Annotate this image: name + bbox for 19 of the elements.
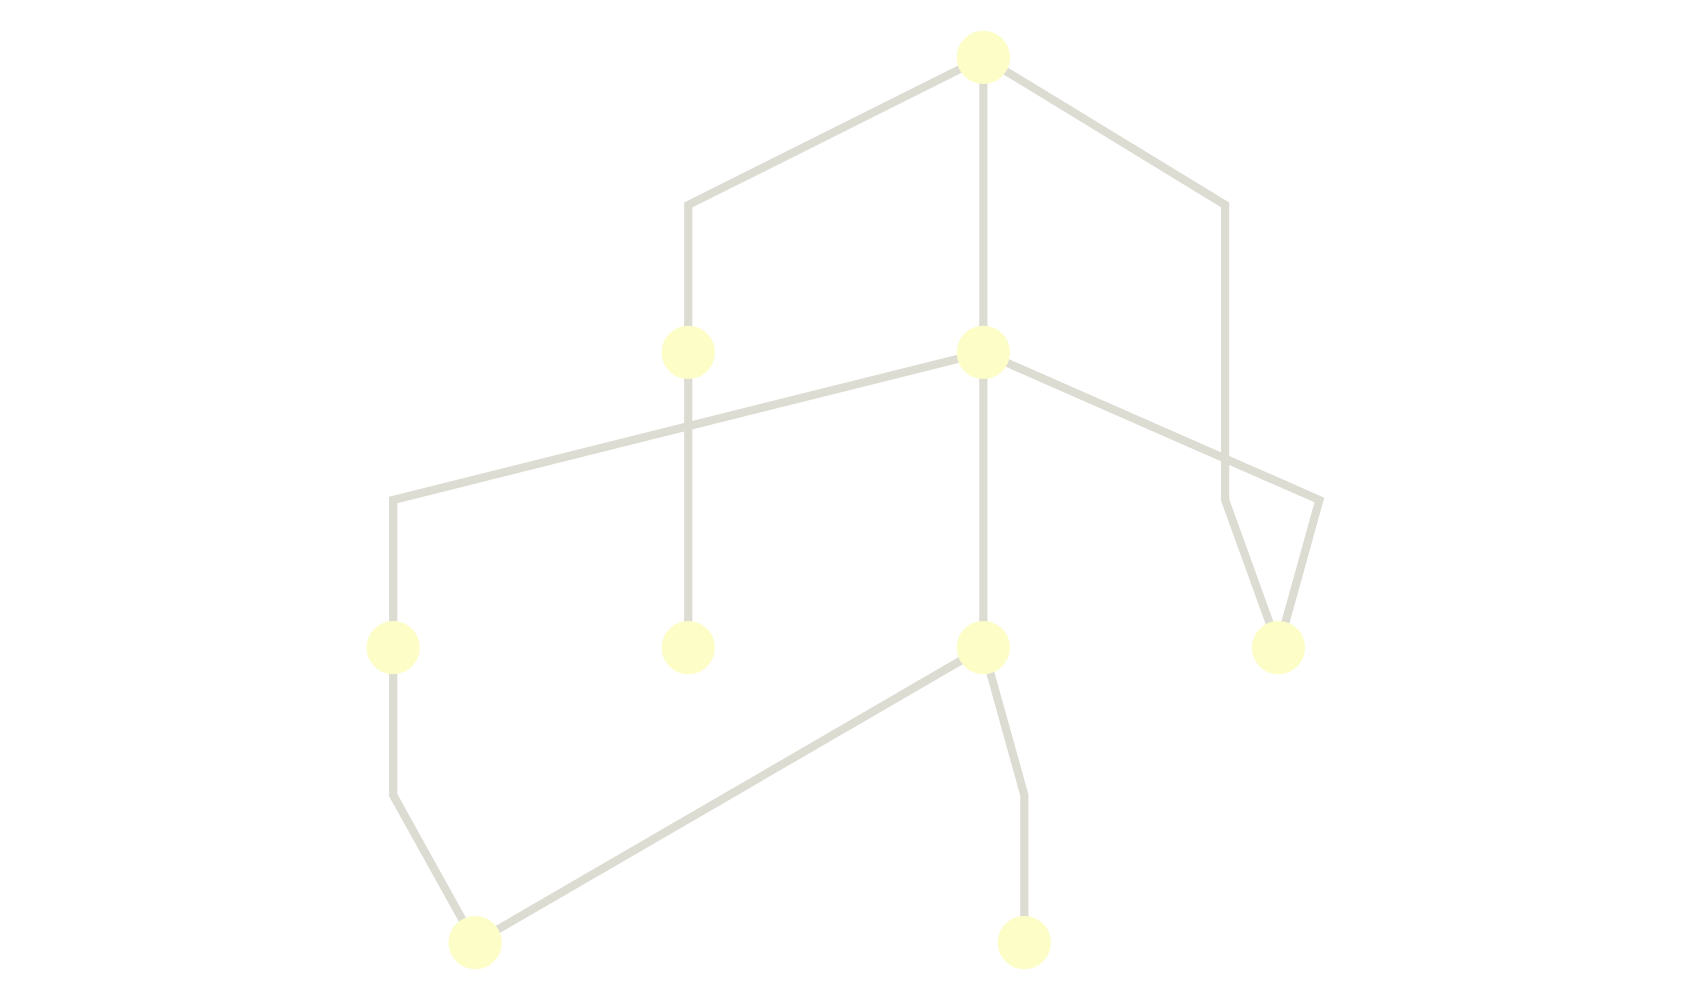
connector — [1002, 66, 1274, 626]
node-circle — [956, 30, 1010, 84]
connector — [494, 656, 965, 934]
node-circle — [956, 620, 1010, 675]
connector — [985, 670, 1029, 919]
node-circle — [956, 325, 1010, 380]
connector — [684, 377, 693, 623]
connector — [389, 672, 467, 924]
connector — [1004, 358, 1325, 625]
node-circle — [1251, 620, 1306, 675]
node-circle — [997, 916, 1051, 970]
node-circle — [448, 916, 502, 970]
node-circle — [661, 325, 715, 380]
node-circle — [366, 620, 420, 675]
connector — [979, 81, 988, 328]
connector — [389, 354, 961, 623]
connector — [684, 64, 964, 328]
connector — [979, 377, 988, 623]
node-circle — [661, 620, 715, 675]
